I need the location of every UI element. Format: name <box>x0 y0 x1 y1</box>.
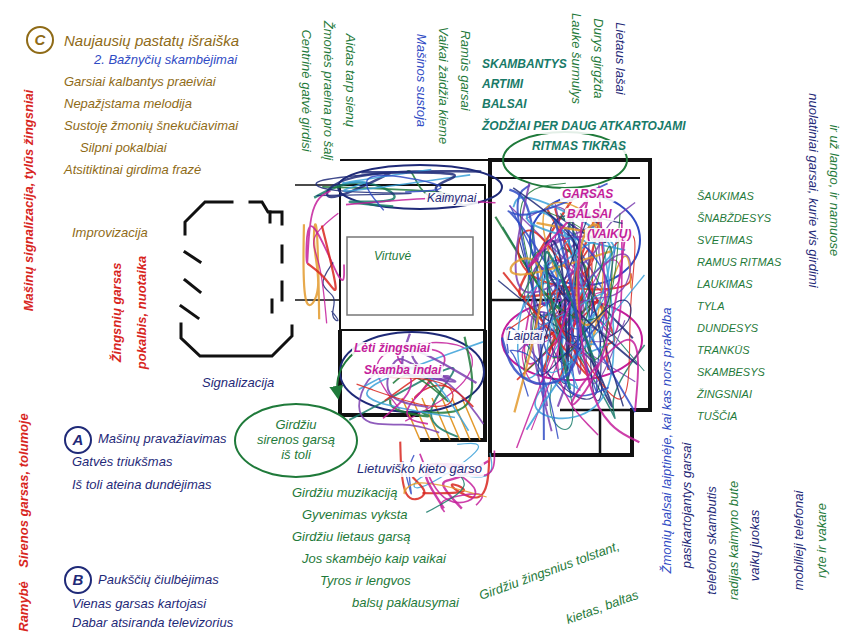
handwritten-note: Lietaus lašai <box>612 20 627 96</box>
handwritten-note: Lauke šurmulys <box>568 11 583 106</box>
handwritten-note: Ramybė <box>17 579 32 634</box>
scribble <box>529 200 640 442</box>
handwritten-note: pasikartojantys garsai <box>680 441 695 571</box>
handwritten-note: Mašinų pravažiavimas <box>96 432 229 447</box>
scribble <box>572 229 639 411</box>
handwritten-note: ŠAUKIMAS <box>695 190 756 203</box>
handwritten-note: Gatvės triukšmas <box>70 455 174 470</box>
handwritten-note: mobilieji telefonai <box>792 489 807 593</box>
handwritten-note: Garsiai kalbantys praeiviai <box>62 75 218 90</box>
handwritten-note: TUŠČIA <box>695 410 739 423</box>
handwritten-note: DUNDESYS <box>695 322 760 335</box>
handwritten-note: TYLA <box>695 300 727 313</box>
handwritten-note: TRANKŪS <box>695 344 752 357</box>
handwritten-note: ryte ir vakare <box>815 501 830 580</box>
handwritten-note: Naujausių pastatų išraiška <box>62 32 241 49</box>
callout-letter: B <box>73 571 84 588</box>
handwritten-note: Mašinos sustoja <box>413 32 428 129</box>
handwritten-note: Virtuvė <box>372 250 413 264</box>
handwritten-note: telefono skambutis <box>705 484 720 596</box>
handwritten-note: (VAIKŲ) <box>585 228 633 242</box>
handwritten-note: Vaikai žaidžia kieme <box>435 25 450 146</box>
callout-letter: A <box>73 431 84 448</box>
handwritten-note: Žmonės praeina pro šalį <box>320 19 335 162</box>
handwritten-note: Aidas tarp sienų <box>342 32 357 129</box>
handwritten-note: radijas kaimyno bute <box>727 479 742 602</box>
scribble <box>307 225 335 290</box>
handwritten-note: RITMAS TIKRAS <box>530 140 628 154</box>
handwritten-note: Durys girgžda <box>590 16 605 100</box>
bubble-text: Girdžiu sirenos garsą iš toli <box>254 418 338 463</box>
callout-letter: C <box>35 31 46 48</box>
handwritten-note: Ramūs garsai <box>457 28 472 112</box>
scribble <box>545 252 595 388</box>
handwritten-note: Signalizacija <box>200 376 276 391</box>
handwritten-note: Girdžiu muzikaciją <box>290 486 399 501</box>
circled-letter: C <box>26 26 54 54</box>
handwritten-note: Sirenos garsas, tolumoje <box>17 411 32 570</box>
handwritten-note: Mašinų signalizacija, tylūs žingsniai <box>22 88 37 314</box>
handwritten-note: SKAMBESYS <box>695 366 767 379</box>
handwritten-note: Atsitiktinai girdima frazė <box>62 163 203 178</box>
handwritten-note: ŽODŽIAI PER DAUG ATKARTOJAMI <box>480 120 688 134</box>
handwritten-note: ir už lango, ir namuose <box>826 123 841 259</box>
handwritten-note: RAMUS RITMAS <box>695 256 783 269</box>
handwritten-note: Sustoję žmonių šnekučiavimai <box>62 119 240 134</box>
handwritten-note: ŽINGSNIAI <box>695 388 754 401</box>
scribble <box>509 190 573 349</box>
handwritten-note: Žingsnių garsas <box>110 261 125 365</box>
handwritten-note: Gyvenimas vyksta <box>300 508 409 523</box>
scribble-layer <box>303 170 644 513</box>
handwritten-note: vaikų juokas <box>748 508 763 584</box>
handwritten-note: Silpni pokalbiai <box>78 141 169 156</box>
handwritten-note: Centrinė gatvė girdisi <box>298 27 313 153</box>
handwritten-note: nuolatiniai garsai, kurie vis girdimi <box>805 91 820 289</box>
handwritten-note: LAUKIMAS <box>695 278 755 291</box>
handwritten-note: Laiptai <box>505 330 544 344</box>
handwritten-note: kietas, baltas <box>562 587 642 628</box>
handwritten-note: Dabar atsiranda televizorius <box>70 616 235 631</box>
main-plan-walls <box>295 160 650 455</box>
circled-letter: B <box>64 566 92 594</box>
handwritten-note: Vienas garsas kartojasi <box>70 597 208 612</box>
handwritten-note: pokalbis, nuotaika <box>135 254 150 371</box>
scribble <box>510 350 558 439</box>
handwritten-note: balsų paklausymai <box>350 596 461 611</box>
leader-line <box>337 352 355 397</box>
handwritten-note: Žmonių balsai laiptinėje, kai kas nors p… <box>660 306 675 576</box>
scribble <box>314 213 339 323</box>
handwritten-note: Kaimynai <box>425 192 478 206</box>
handwritten-note: Lėti žingsniai <box>352 342 432 356</box>
scribble <box>426 475 464 512</box>
handwritten-note: Girdžiu lietaus garsą <box>290 530 413 545</box>
handwritten-note: BALSAI <box>480 98 529 112</box>
handwritten-note: Iš toli ateina dundėjimas <box>70 478 213 493</box>
scribble <box>517 302 598 448</box>
speech-bubble: Girdžiu sirenos garsą iš toli <box>234 403 358 478</box>
handwritten-note: ŠNABŽDESYS <box>695 212 773 225</box>
handwritten-note: Nepažįstama melodija <box>62 97 194 112</box>
handwritten-note: Skamba indai <box>362 364 443 378</box>
handwritten-note: SVETIMAS <box>695 234 755 247</box>
scribble <box>502 220 578 383</box>
scribble <box>357 377 453 406</box>
handwritten-note: Improvizacija <box>70 226 150 241</box>
handwritten-note: 2. Bažnyčių skambėjimai <box>92 53 239 68</box>
left-pavilion-outline <box>181 202 292 356</box>
circled-letter: A <box>64 426 92 454</box>
handwritten-note: Paukščių čiulbėjimas <box>96 573 221 588</box>
handwritten-note: Tyros ir lengvos <box>318 574 413 589</box>
handwritten-note: BALSAI <box>565 208 614 222</box>
handwritten-note: Lietuviško kieto garso <box>355 462 484 477</box>
handwritten-note: Jos skambėjo kaip vaikai <box>300 552 448 567</box>
handwritten-note: GARSAS <box>560 188 615 202</box>
handwritten-note: ARTIMI <box>480 78 525 92</box>
handwritten-note: SKAMBANTYS <box>480 58 569 72</box>
handwritten-note: Girdžiu žingsnius tolstant, <box>475 538 623 604</box>
